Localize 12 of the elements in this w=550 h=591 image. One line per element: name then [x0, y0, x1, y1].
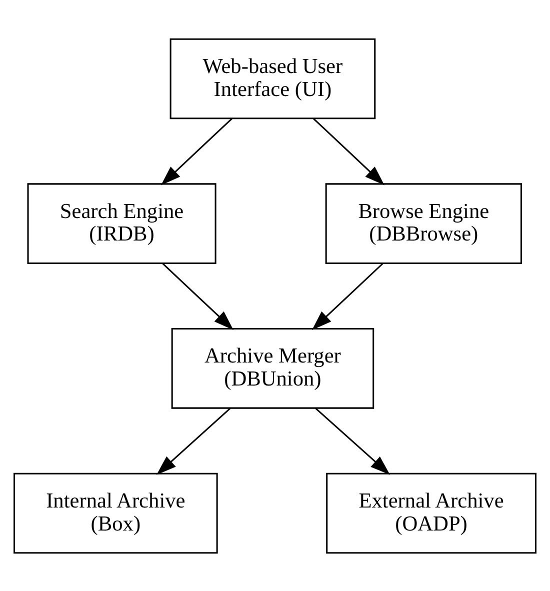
arrow	[162, 262, 234, 330]
arrow	[312, 262, 384, 330]
arrow	[313, 118, 384, 185]
arrow	[156, 407, 231, 474]
node-box: Browse Engine (DBBrowse)	[325, 182, 522, 264]
node-box: External Archive (OADP)	[326, 472, 536, 554]
node-box: Web-based User Interface (UI)	[170, 38, 376, 119]
node-box: Search Engine (IRDB)	[27, 182, 216, 264]
arrow	[315, 407, 390, 474]
node-box: Internal Archive (Box)	[14, 472, 218, 554]
node-box: Archive Merger (DBUnion)	[171, 328, 374, 408]
arrow	[160, 118, 232, 185]
